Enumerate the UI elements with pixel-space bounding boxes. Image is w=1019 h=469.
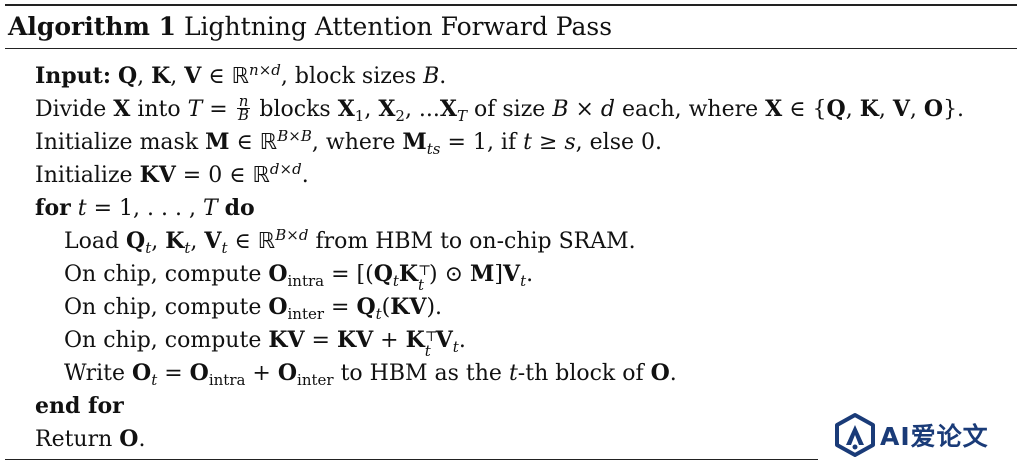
line-write: Write Ot = Ointra + Ointer to HBM as the… [64,360,677,389]
line-compute-o-intra: On chip, compute Ointra = [(QtK⊤t) ⊙ M]V… [64,261,534,294]
algorithm-title: Algorithm 1 Lightning Attention Forward … [8,12,612,42]
line-compute-o-inter: On chip, compute Ointer = Qt(KV). [64,294,443,323]
watermark-logo: AI爱论文 [832,410,1007,460]
line-end-for: end for [35,391,124,422]
line-init-mask: Initialize mask M ∈ ℝB×B, where Mts = 1,… [35,127,663,158]
bottom-rule [5,459,818,460]
input-var: B [423,64,440,89]
line-init-kv: Initialize KV = 0 ∈ ℝd×d. [35,160,309,189]
algorithm-name: Lightning Attention Forward Pass [183,12,613,41]
input-rest: , block sizes [280,64,424,89]
do-keyword: do [224,195,255,221]
top-rule [5,4,1017,6]
logo-mark-icon [835,413,875,457]
line-for: for t = 1, . . . , T do [35,195,255,221]
input-keyword: Input: [35,63,111,89]
divide-word: Divide [35,97,114,122]
end-for-keyword: end for [35,393,124,419]
title-rule [5,48,1017,49]
watermark-text: AI爱论文 [880,422,989,451]
for-keyword: for [35,195,71,221]
line-load: Load Qt, Kt, Vt ∈ ℝB×d from HBM to on-ch… [64,226,636,257]
line-return: Return O. [35,426,146,452]
algorithm-label: Algorithm 1 [8,12,176,41]
line-input: Input: Q, K, V ∈ ℝn×d, block sizes B. [35,61,447,90]
